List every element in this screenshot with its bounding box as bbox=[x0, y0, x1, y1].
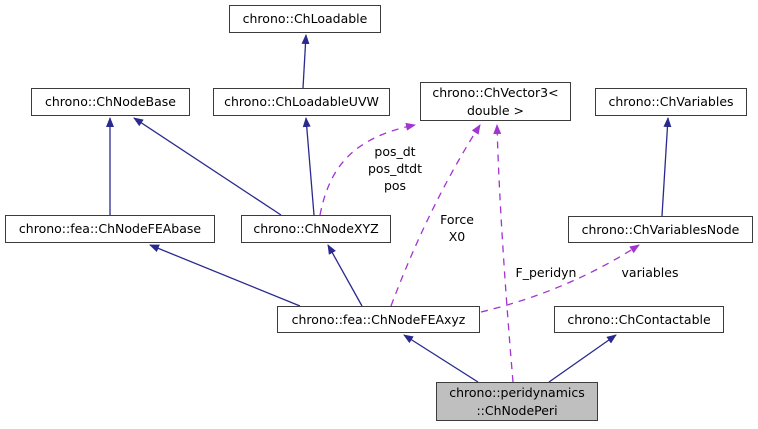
node-chcontactable[interactable]: chrono::ChContactable bbox=[554, 306, 724, 333]
node-chnodefeabase[interactable]: chrono::fea::ChNodeFEAbase bbox=[5, 215, 215, 243]
edge-label-variables: variables bbox=[621, 265, 679, 280]
node-chloadable[interactable]: chrono::ChLoadable bbox=[229, 5, 381, 33]
edge-inherit-chnodexyz-chloadableuvw bbox=[302, 117, 315, 216]
node-chloadableuvw[interactable]: chrono::ChLoadableUVW bbox=[213, 88, 390, 116]
edge-label-pos-members: pos_dt pos_dtdt pos bbox=[367, 144, 423, 193]
edge-usage-chnodefeaxyz-chvector3-force bbox=[390, 124, 481, 307]
node-chvector3[interactable]: chrono::ChVector3< double > bbox=[420, 82, 571, 121]
edge-inherit-chnodexyz-chnodebase bbox=[133, 117, 282, 216]
node-chvariables[interactable]: chrono::ChVariables bbox=[595, 88, 747, 116]
edge-usage-chnodeperi-chvector3-fperidyn bbox=[493, 124, 514, 383]
node-chnodefeaxyz[interactable]: chrono::fea::ChNodeFEAxyz bbox=[277, 306, 480, 333]
node-chnodexyz[interactable]: chrono::ChNodeXYZ bbox=[241, 215, 391, 243]
edge-inherit-chnodeperi-chcontactable bbox=[548, 334, 617, 383]
node-chvariablesnode[interactable]: chrono::ChVariablesNode bbox=[568, 216, 753, 243]
edge-usage-chnodexyz-chvector3-pos bbox=[319, 122, 416, 216]
edge-label-force-members: Force X0 bbox=[440, 212, 474, 244]
edge-inherit-chloadableuvw-chloadable bbox=[301, 34, 310, 89]
edge-label-f-peridyn: F_peridyn bbox=[515, 265, 577, 280]
edge-inherit-chnodefeaxyz-chnodexyz bbox=[327, 244, 363, 307]
node-chnodebase[interactable]: chrono::ChNodeBase bbox=[31, 88, 190, 116]
node-chnodeperi[interactable]: chrono::peridynamics ::ChNodePeri bbox=[436, 382, 598, 421]
edge-inherit-chnodefeaxyz-chnodefeabase bbox=[149, 244, 301, 307]
edge-inherit-chnodeperi-chnodefeaxyz bbox=[403, 334, 479, 383]
edge-inherit-chvariablesnode-chvariables bbox=[661, 117, 672, 217]
